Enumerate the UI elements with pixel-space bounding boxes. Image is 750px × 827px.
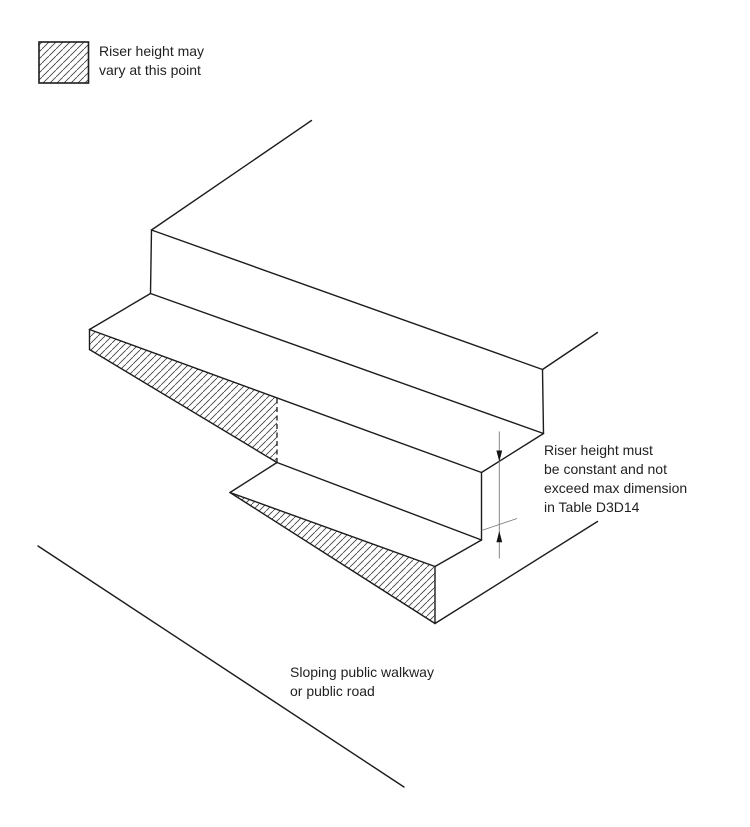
dimension-arrow-up-icon [496,531,503,543]
legend-hatch-swatch [38,41,90,84]
legend-label: Riser height may vary at this point [99,42,204,80]
riser-note-line: be constant and not [544,461,667,477]
riser-height-note: Riser height must be constant and not ex… [544,441,687,517]
upper-riser-right-edge [541,368,545,435]
platform-nosing-edge [150,229,544,371]
lower-tread-back-edge [276,461,483,541]
platform-right-cut-edge [541,331,599,371]
platform-back-edge [150,119,313,231]
middle-tread-right-edge [480,432,545,474]
walkway-note: Sloping public walkway or public road [290,663,434,701]
riser-height-dimension [481,431,518,559]
bottom-riser-ground-intersection [229,491,436,625]
walkway-note-line: Sloping public walkway [290,664,434,680]
middle-riser-hatch-area [89,329,277,463]
steps-outline [88,119,599,625]
sloping-walkway-line [37,545,405,788]
upper-riser-bottom-edge [149,292,545,435]
block-bottom-right-cut-edge [434,520,599,625]
dimension-arrow-down-icon [496,450,503,462]
middle-tread-left-edge [88,292,152,331]
legend-label-line: Riser height may [99,43,205,59]
legend-label-line: vary at this point [99,62,201,78]
riser-note-line: exceed max dimension [544,480,688,496]
riser-note-line: in Table D3D14 [544,499,640,515]
middle-tread-nosing-edge [88,328,483,474]
middle-riser-ground-intersection [88,348,278,464]
lower-tread-right-edge [434,539,483,568]
lower-tread-nosing-edge [229,491,436,568]
lower-tread-left-edge [229,461,278,494]
lower-tread-extension-tick [481,518,518,531]
riser-note-line: Riser height must [544,442,653,458]
upper-riser-left-edge [149,229,153,295]
walkway-note-line: or public road [290,683,375,699]
